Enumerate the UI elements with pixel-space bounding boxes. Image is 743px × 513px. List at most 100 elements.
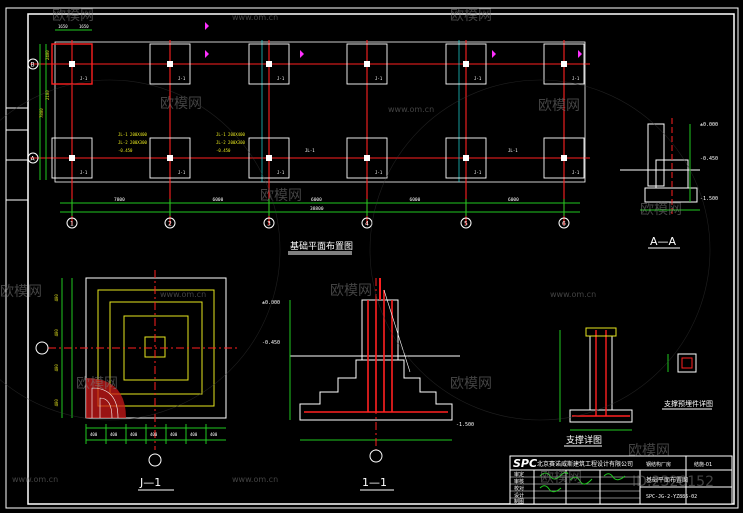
footing-square — [51, 137, 93, 179]
watermark-id: ID:2328152 — [632, 474, 714, 490]
aa-elevation-label: ±0.000 — [700, 122, 718, 128]
tb-field-label: 审定 — [514, 471, 524, 478]
footing-tag: J-1 — [375, 76, 383, 81]
plan-note: JL-1 200X400 — [118, 132, 147, 137]
watermark-brand: 欧模网 — [540, 470, 582, 486]
footing-square — [445, 43, 487, 85]
footing-tag: J-1 — [375, 170, 383, 175]
footing-tag: J-1 — [572, 76, 580, 81]
sup-pedestal — [589, 335, 613, 411]
tb-signature — [569, 476, 593, 485]
watermark-url: www.om.cn — [550, 290, 596, 299]
watermark-brand: 欧模网 — [450, 8, 492, 24]
watermark-brand: 欧模网 — [52, 8, 94, 24]
embed-plate — [677, 353, 697, 373]
plan-bay-dim: 6000 — [410, 197, 421, 203]
watermark-brand: 欧模网 — [76, 376, 118, 392]
footing-square — [543, 43, 585, 85]
tb-field-label: 制图 — [514, 498, 524, 505]
footing-square — [248, 43, 290, 85]
beam-tag: JL-1 — [305, 148, 315, 153]
plan-section-marker — [578, 50, 582, 58]
watermark-brand: 欧模网 — [260, 188, 302, 204]
column-mark — [463, 155, 469, 161]
s11-elevation-label: ±0.000 — [262, 300, 280, 306]
tb-field-label: 审核 — [514, 478, 524, 485]
title-block: SPC 北京赛诺威斯建筑工程设计有限公司 钢结构厂房 结施-01 基础平面布置图… — [509, 455, 733, 505]
col-axis-label: 3 — [267, 221, 271, 228]
column-mark — [561, 155, 567, 161]
watermark-url: www.om.cn — [232, 475, 278, 484]
col-axis-bubble — [558, 217, 570, 229]
watermark-url: www.om.cn — [12, 475, 58, 484]
footing-tag: J-1 — [277, 170, 285, 175]
aa-elevation-label: -1.500 — [700, 196, 718, 202]
plan-outline — [54, 41, 586, 183]
tb-sheet: 结施-01 — [694, 461, 712, 468]
column-mark — [266, 61, 272, 67]
tb-signature — [603, 473, 626, 481]
tb-frame — [509, 455, 733, 505]
watermark-url: www.om.cn — [160, 290, 206, 299]
j1-left-dim: 400 — [54, 364, 59, 372]
j1-bottom-dim: 400 — [110, 432, 118, 437]
column-mark — [463, 61, 469, 67]
j1-left-dim: 400 — [54, 294, 59, 302]
watermark-layer: 欧模网欧模网欧模网欧模网欧模网欧模网欧模网欧模网欧模网欧模网欧模网欧模网www.… — [0, 8, 714, 490]
section-aa: ±0.000 -0.450 -1.500 A—A — [620, 118, 718, 249]
footing-square — [445, 137, 487, 179]
plan-note: JL-2 200X300 — [118, 140, 147, 145]
column-mark — [364, 61, 370, 67]
plan-total-dim: 38800 — [310, 206, 324, 212]
watermark-brand: 欧模网 — [330, 283, 372, 299]
plan-bay-dim: 6000 — [311, 197, 322, 203]
footing-tag: J-1 — [80, 76, 88, 81]
sup-footing — [569, 409, 633, 423]
watermark-arc — [369, 79, 711, 421]
tb-drawing-name: 基础平面布置图 — [646, 476, 688, 484]
row-axis-label: A — [31, 156, 36, 163]
tb-field-label: 设计 — [514, 492, 524, 499]
j1-left-dim: 400 — [54, 329, 59, 337]
tb-project: 钢结构厂房 — [646, 461, 671, 468]
tb-drawing-number: SPC-JG-2-YZ886-02 — [646, 494, 697, 500]
beam-tag: JL-1 — [508, 148, 518, 153]
footing-square — [346, 43, 388, 85]
row-axis-label: B — [31, 62, 35, 69]
j1-bottom-dim: 400 — [190, 432, 198, 437]
watermark-brand: 欧模网 — [640, 202, 682, 218]
aa-elevation-label: -0.450 — [700, 156, 718, 162]
plan-note: JL-2 200X300 — [216, 140, 245, 145]
plan-top-dim: 1650 — [58, 24, 68, 29]
j1-bottom-dim: 400 — [150, 432, 158, 437]
support-detail: 支撑详图 支撑预埋件详图 — [559, 327, 713, 447]
tb-company: 北京赛诺威斯建筑工程设计有限公司 — [537, 460, 633, 468]
s11-title: 1—1 — [362, 476, 387, 489]
tb-field-label: 校对 — [514, 485, 524, 492]
aa-title: A—A — [650, 235, 677, 248]
j1-axis-bubble — [148, 453, 162, 467]
j1-rebar-quadrant — [99, 397, 113, 419]
tb-logo: SPC — [513, 457, 537, 470]
watermark-url: www.om.cn — [232, 13, 278, 22]
s11-elevation-label: -0.450 — [262, 340, 280, 346]
embed-title: 支撑预埋件详图 — [664, 399, 713, 408]
j1-bottom-dim: 400 — [130, 432, 138, 437]
col-axis-label: 6 — [562, 221, 566, 228]
footing-square — [248, 137, 290, 179]
footing-tag: J-1 — [80, 170, 88, 175]
tb-signature — [539, 471, 569, 480]
j1-title: J—1 — [139, 476, 161, 489]
column-mark — [69, 155, 75, 161]
s11-leader — [383, 289, 411, 373]
footing-tag: J-1 — [474, 76, 482, 81]
watermark-brand: 欧模网 — [0, 284, 42, 300]
plan-left-dim: 2100 — [45, 90, 50, 100]
plan-note: JL-1 200X400 — [216, 132, 245, 137]
col-axis-label: 5 — [464, 221, 468, 228]
plan-top-dim: 1650 — [79, 24, 89, 29]
plan-bay-dim: 6000 — [213, 197, 224, 203]
